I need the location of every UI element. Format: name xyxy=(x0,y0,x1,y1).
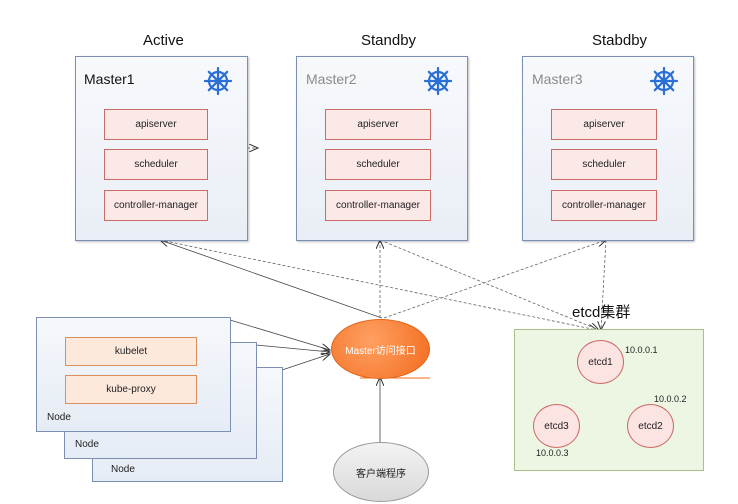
master1-to-etcd xyxy=(159,239,597,330)
master3-controller-manager: controller-manager xyxy=(551,190,657,221)
master3-scheduler: scheduler xyxy=(551,149,657,180)
master1-controller-manager: controller-manager xyxy=(104,190,208,221)
master2-scheduler: scheduler xyxy=(325,149,431,180)
access-to-master1 xyxy=(160,240,383,319)
master3-box: Master3 apiserver scheduler controller-m… xyxy=(522,56,694,241)
node-kube-proxy: kube-proxy xyxy=(65,375,197,404)
master-access-interface: Master访问接口 xyxy=(331,319,430,379)
master1-scheduler: scheduler xyxy=(104,149,208,180)
master1-box: Master1 apiserver scheduler controller-m… xyxy=(75,56,248,241)
client-program: 客户端程序 xyxy=(333,442,429,502)
master2-to-etcd xyxy=(379,239,599,330)
node1-label: Node xyxy=(47,412,71,423)
node-kubelet: kubelet xyxy=(65,337,197,366)
master3-apiserver: apiserver xyxy=(551,109,657,140)
role-stabdby: Stabdby xyxy=(592,32,648,49)
master2-apiserver: apiserver xyxy=(325,109,431,140)
master1-title: Master1 xyxy=(84,71,135,87)
node2-to-access xyxy=(255,344,330,352)
etcd-cluster-title: etcd集群 xyxy=(572,304,631,321)
etcd2-node: etcd2 xyxy=(627,404,674,448)
access-to-master3 xyxy=(383,240,606,319)
node3-to-access xyxy=(281,354,330,371)
master2-box: Master2 apiserver scheduler controller-m… xyxy=(296,56,468,241)
node1-to-access xyxy=(229,319,330,350)
etcd1-node: etcd1 xyxy=(577,340,624,384)
role-standby: Standby xyxy=(361,32,417,49)
master2-controller-manager: controller-manager xyxy=(325,190,431,221)
master3-title: Master3 xyxy=(532,71,583,87)
kubernetes-icon xyxy=(649,66,679,96)
role-active: Active xyxy=(143,32,184,49)
etcd2-ip: 10.0.0.2 xyxy=(654,394,687,404)
kubernetes-icon xyxy=(423,66,453,96)
etcd1-ip: 10.0.0.1 xyxy=(625,345,658,355)
node2-label: Node xyxy=(75,439,99,450)
node-box-1: Node kubelet kube-proxy xyxy=(36,317,231,432)
master1-apiserver: apiserver xyxy=(104,109,208,140)
master2-title: Master2 xyxy=(306,71,357,87)
master3-to-etcd xyxy=(601,239,607,330)
etcd3-ip: 10.0.0.3 xyxy=(536,448,569,458)
node3-label: Node xyxy=(111,464,135,475)
etcd3-node: etcd3 xyxy=(533,404,580,448)
kubernetes-icon xyxy=(203,66,233,96)
